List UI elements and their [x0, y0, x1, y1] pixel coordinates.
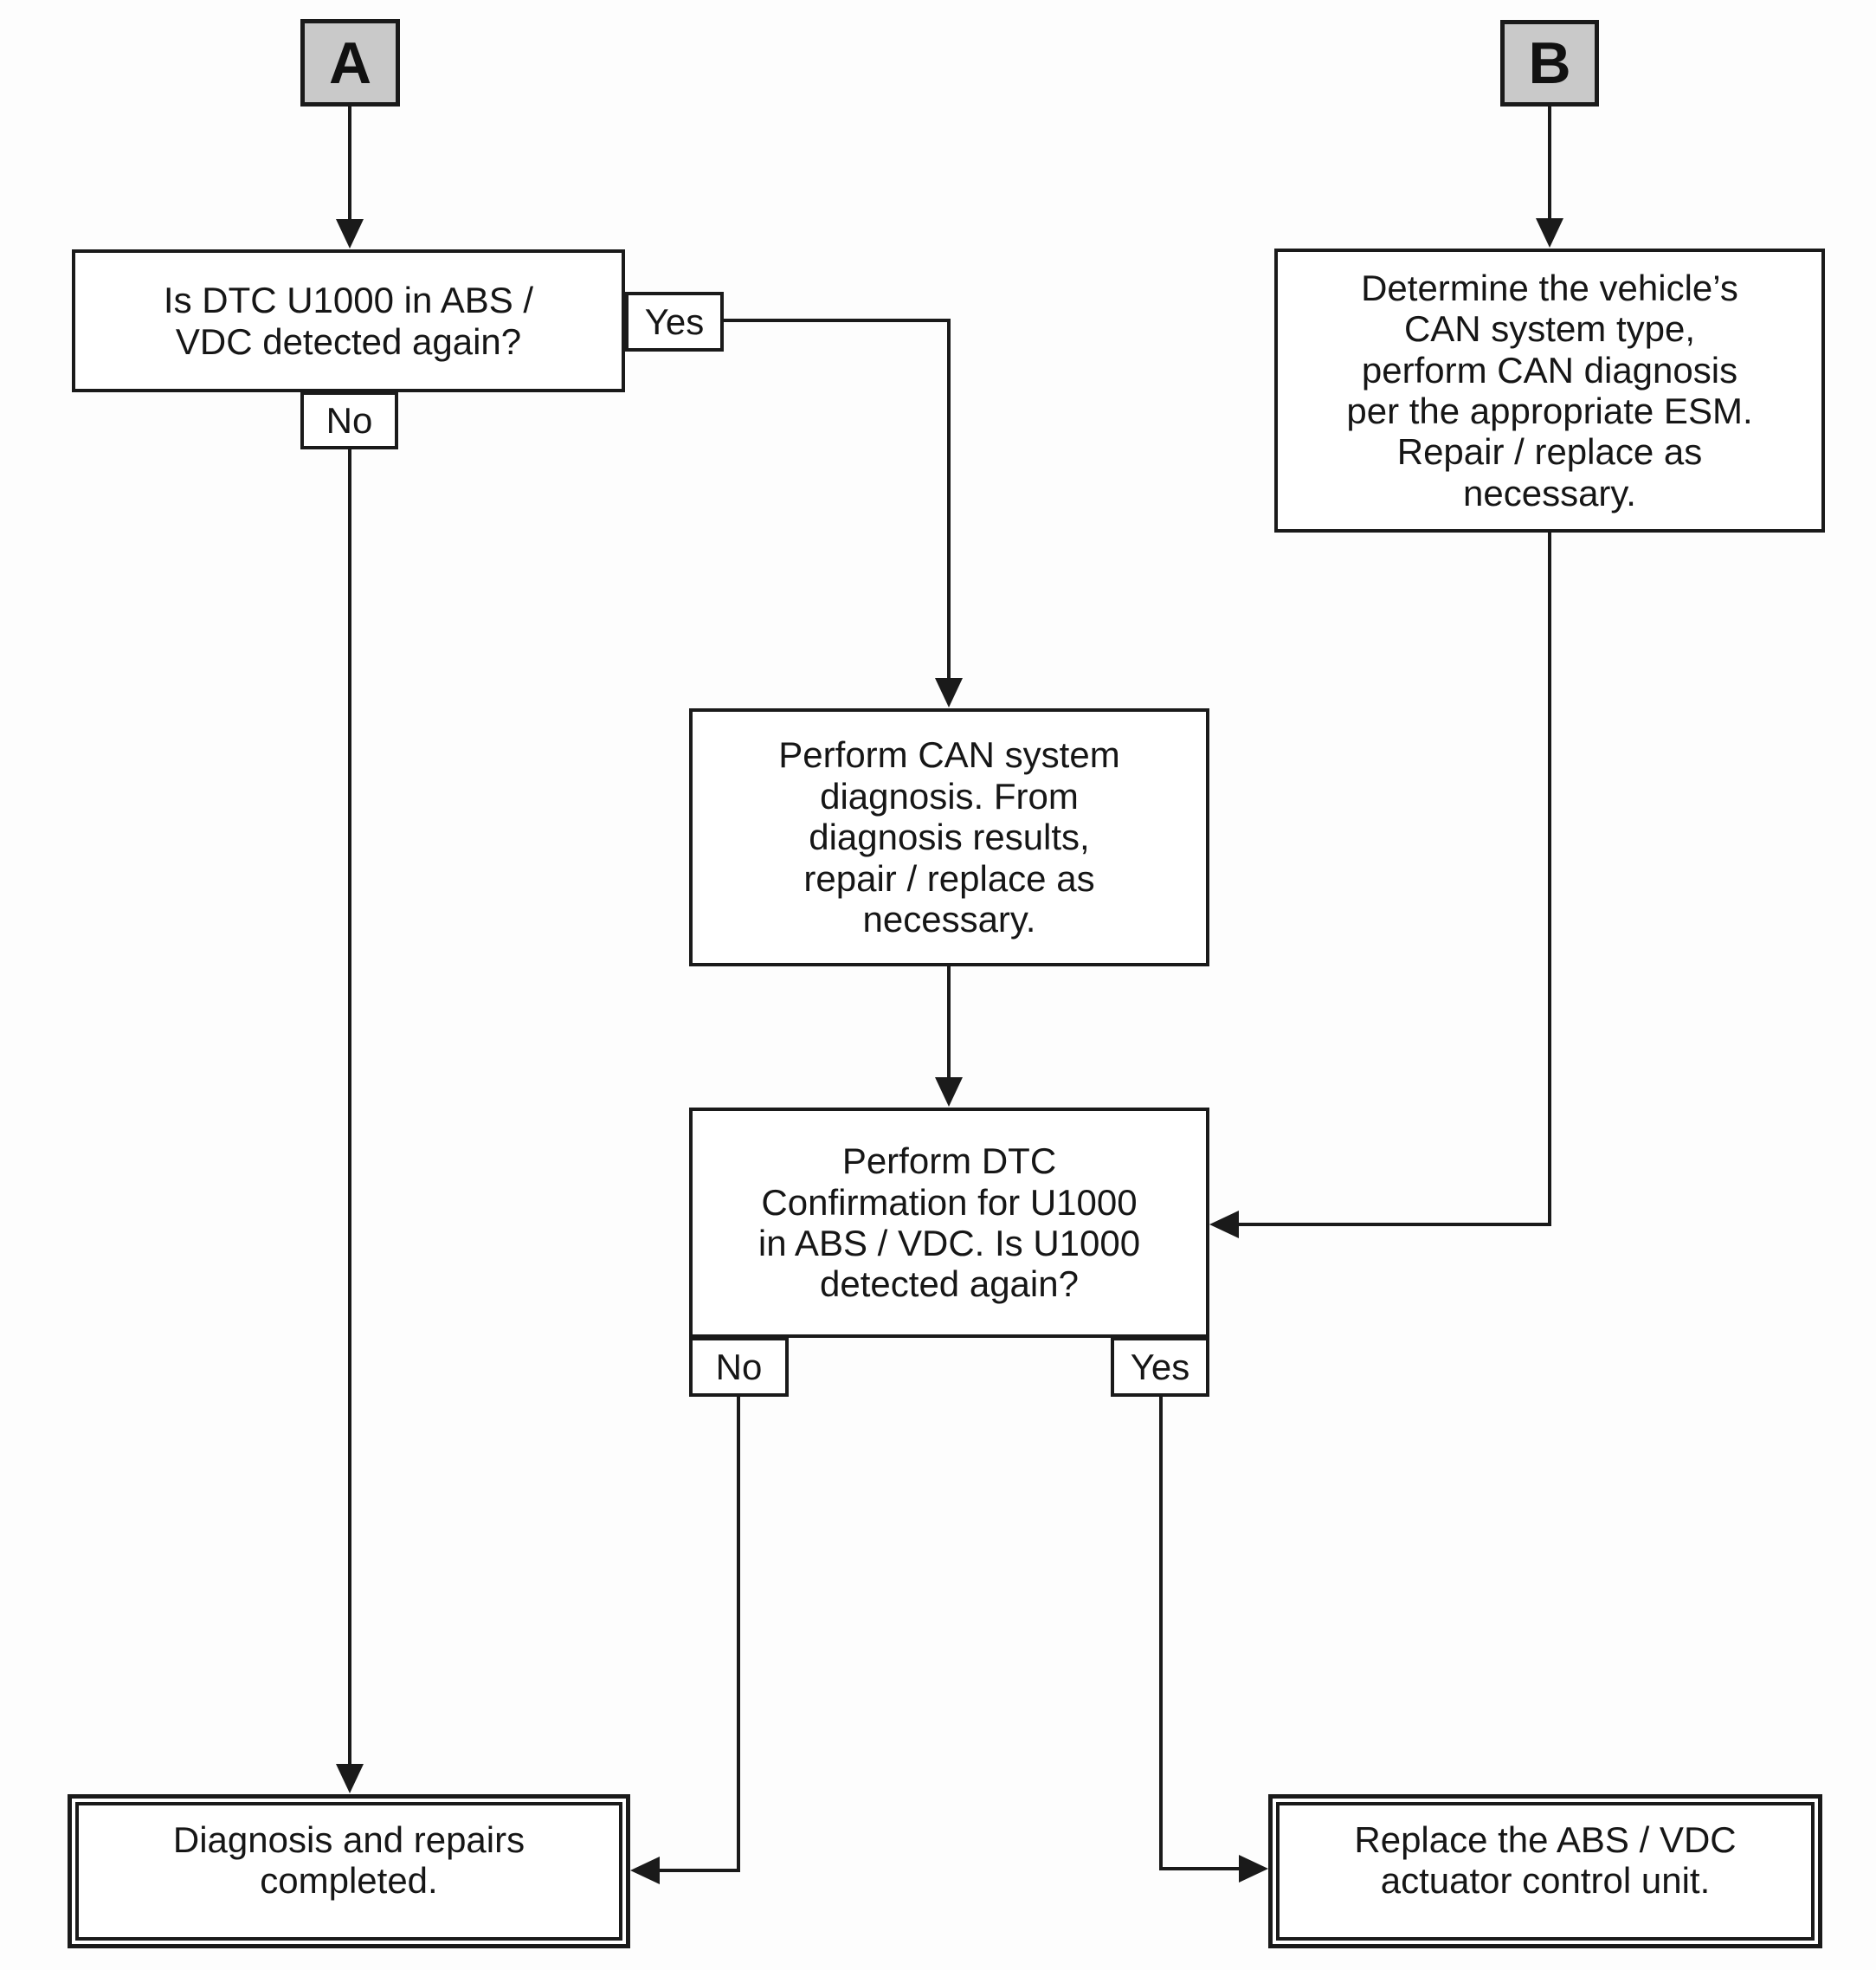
edge-determine-horizontal	[1239, 1223, 1551, 1226]
edge-dtcconfirm-yes-horizontal	[1161, 1867, 1239, 1870]
arrowhead-determine-to-dtcconfirm	[1209, 1211, 1239, 1238]
node-dtc-confirmation: Perform DTC Confirmation for U1000 in AB…	[689, 1108, 1209, 1338]
arrowhead-dtcconfirm-no	[630, 1857, 660, 1884]
arrowhead-candiag-to-dtcconfirm	[935, 1077, 963, 1107]
edge-b-to-determine	[1548, 107, 1551, 219]
arrowhead-a-to-question1	[336, 219, 364, 249]
edge-dtcconfirm-yes-vertical	[1159, 1397, 1163, 1870]
edge-dtcconfirm-no-vertical	[737, 1397, 740, 1872]
arrowhead-no-to-completed	[336, 1764, 364, 1793]
arrowhead-dtcconfirm-yes	[1239, 1855, 1268, 1883]
node-determine-can-type: Determine the vehicle’s CAN system type,…	[1274, 249, 1825, 533]
connector-b: B	[1500, 20, 1599, 107]
node-can-diagnosis: Perform CAN system diagnosis. From diagn…	[689, 708, 1209, 966]
branch-label-dtcconfirm-yes: Yes	[1111, 1337, 1209, 1397]
edge-candiag-to-dtcconfirm	[947, 966, 951, 1078]
branch-label-question1-no: No	[300, 391, 398, 449]
arrowhead-yes-to-can-diagnosis	[935, 678, 963, 707]
connector-a: A	[300, 19, 400, 107]
edge-question1-yes-horizontal	[724, 319, 951, 322]
node-question-dtc-detected: Is DTC U1000 in ABS / VDC detected again…	[72, 249, 625, 392]
edge-dtcconfirm-no-horizontal	[660, 1869, 740, 1872]
terminal-replace-unit: Replace the ABS / VDC actuator control u…	[1268, 1794, 1822, 1948]
edge-question1-yes-vertical	[947, 319, 951, 679]
arrowhead-b-to-determine	[1536, 218, 1563, 248]
edge-determine-vertical	[1548, 533, 1551, 1226]
edge-question1-no-vertical	[348, 449, 351, 1765]
terminal-completed: Diagnosis and repairs completed.	[68, 1794, 630, 1948]
edge-a-to-question1	[348, 107, 351, 220]
terminal-replace-unit-text: Replace the ABS / VDC actuator control u…	[1276, 1802, 1815, 1941]
branch-label-dtcconfirm-no: No	[689, 1337, 789, 1397]
terminal-completed-text: Diagnosis and repairs completed.	[75, 1802, 622, 1941]
branch-label-question1-yes: Yes	[625, 292, 724, 352]
